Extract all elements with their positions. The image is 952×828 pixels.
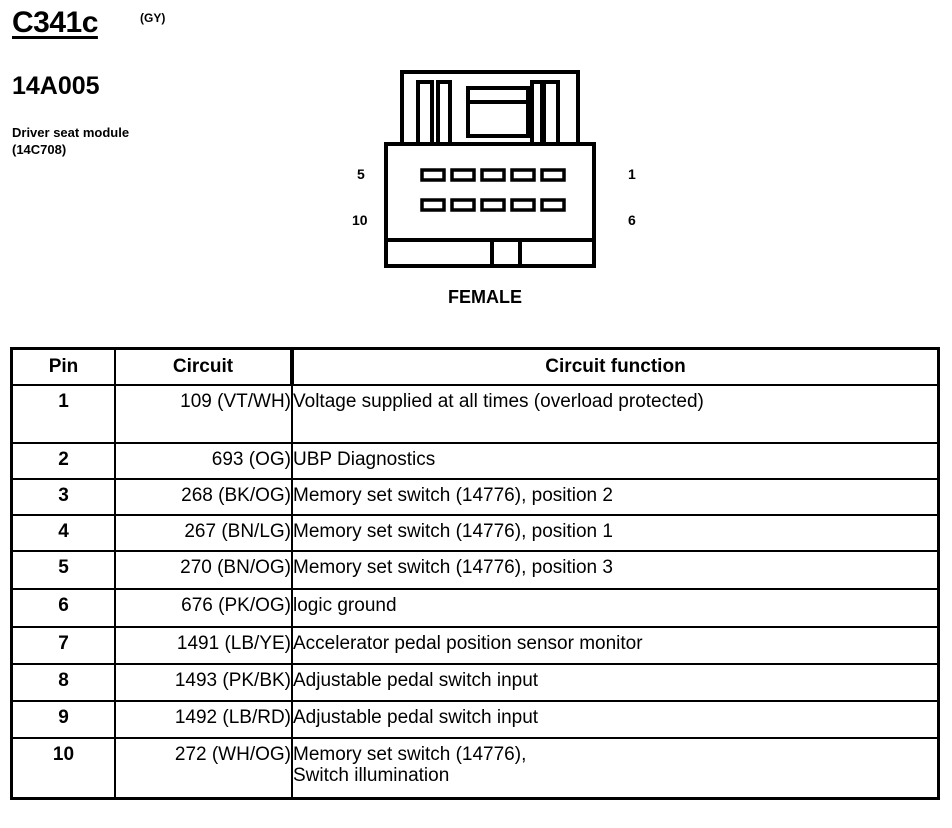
pin-number: 1	[10, 384, 116, 444]
table-row: 4 267 (BN/LG) Memory set switch (14776),…	[10, 514, 940, 552]
pin-number: 2	[10, 442, 116, 480]
circuit-code: 109 (VT/WH)	[114, 384, 293, 444]
color-code: (GY)	[140, 11, 166, 25]
circuit-code: 676 (PK/OG)	[114, 588, 293, 628]
pin-label-1: 1	[628, 166, 636, 182]
circuit-function: Memory set switch (14776), position 2	[291, 478, 940, 516]
pin-number: 9	[10, 700, 116, 739]
cavity-pin-1	[540, 168, 566, 182]
circuit-function-line: Memory set switch (14776),	[293, 744, 527, 765]
pin-label-10: 10	[352, 212, 368, 228]
circuit-function: Memory set switch (14776), position 3	[291, 550, 940, 590]
circuit-function: Voltage supplied at all times (overload …	[291, 384, 940, 444]
latch-inner-right2	[530, 80, 544, 146]
connector-face-diagram	[384, 70, 596, 268]
table-row: 9 1492 (LB/RD) Adjustable pedal switch i…	[10, 700, 940, 739]
cavity-pin-6	[540, 198, 566, 212]
cavity-pin-7	[510, 198, 536, 212]
table-row: 7 1491 (LB/YE) Accelerator pedal positio…	[10, 626, 940, 665]
header-pin: Pin	[10, 347, 116, 386]
circuit-function: logic ground	[291, 588, 940, 628]
table-row: 8 1493 (PK/BK) Adjustable pedal switch i…	[10, 663, 940, 702]
pin-number: 4	[10, 514, 116, 552]
pin-number: 5	[10, 550, 116, 590]
cavity-pin-3	[480, 168, 506, 182]
table-row: 1 109 (VT/WH) Voltage supplied at all ti…	[10, 384, 940, 444]
circuit-function-line-2: Switch illumination	[293, 765, 450, 786]
circuit-code: 272 (WH/OG)	[114, 737, 293, 799]
part-number: 14A005	[12, 72, 100, 100]
pin-number: 10	[10, 737, 116, 799]
pin-number: 7	[10, 626, 116, 665]
table-row: 2 693 (OG) UBP Diagnostics	[10, 442, 940, 480]
cavity-pin-2	[510, 168, 536, 182]
header-circuit: Circuit	[114, 347, 293, 386]
header-circuit-function: Circuit function	[290, 347, 940, 386]
latch-inner-right	[542, 80, 560, 146]
circuit-function: Memory set switch (14776), position 1	[291, 514, 940, 552]
component-description: Driver seat module (14C708)	[12, 124, 129, 158]
table-row: 5 270 (BN/OG) Memory set switch (14776),…	[10, 550, 940, 590]
circuit-code: 1491 (LB/YE)	[114, 626, 293, 665]
pin-number: 8	[10, 663, 116, 702]
circuit-code: 693 (OG)	[114, 442, 293, 480]
table-row: 6 676 (PK/OG) logic ground	[10, 588, 940, 628]
cavity-pin-4	[450, 168, 476, 182]
description-line: Driver seat module	[12, 125, 130, 140]
circuit-code: 270 (BN/OG)	[114, 550, 293, 590]
cavity-pin-5	[420, 168, 446, 182]
circuit-code: 268 (BK/OG)	[114, 478, 293, 516]
latch-inner-left	[416, 80, 434, 146]
connector-gender: FEMALE	[448, 287, 522, 307]
table-row: 3 268 (BK/OG) Memory set switch (14776),…	[10, 478, 940, 516]
circuit-function: Memory set switch (14776), Switch illumi…	[291, 737, 940, 799]
cavity-pin-9	[450, 198, 476, 212]
pin-label-5: 5	[357, 166, 365, 182]
circuit-function: Accelerator pedal position sensor monito…	[291, 626, 940, 665]
circuit-code: 1493 (PK/BK)	[114, 663, 293, 702]
latch-inner-left2	[436, 80, 452, 146]
pin-label-6: 6	[628, 212, 636, 228]
circuit-function: Adjustable pedal switch input	[291, 663, 940, 702]
circuit-code: 1492 (LB/RD)	[114, 700, 293, 739]
circuit-function: Adjustable pedal switch input	[291, 700, 940, 739]
table-header-row: Pin Circuit Circuit function	[10, 347, 940, 386]
pin-table: Pin Circuit Circuit function 1 109 (VT/W…	[10, 347, 940, 800]
latch-tab	[466, 86, 530, 138]
cavity-pin-8	[480, 198, 506, 212]
connector-title: C341c	[12, 6, 98, 39]
pin-number: 3	[10, 478, 116, 516]
table-row: 10 272 (WH/OG) Memory set switch (14776)…	[10, 737, 940, 799]
circuit-code: 267 (BN/LG)	[114, 514, 293, 552]
pin-number: 6	[10, 588, 116, 628]
cavity-pin-10	[420, 198, 446, 212]
description-code: (14C708)	[12, 142, 67, 157]
circuit-function: UBP Diagnostics	[291, 442, 940, 480]
